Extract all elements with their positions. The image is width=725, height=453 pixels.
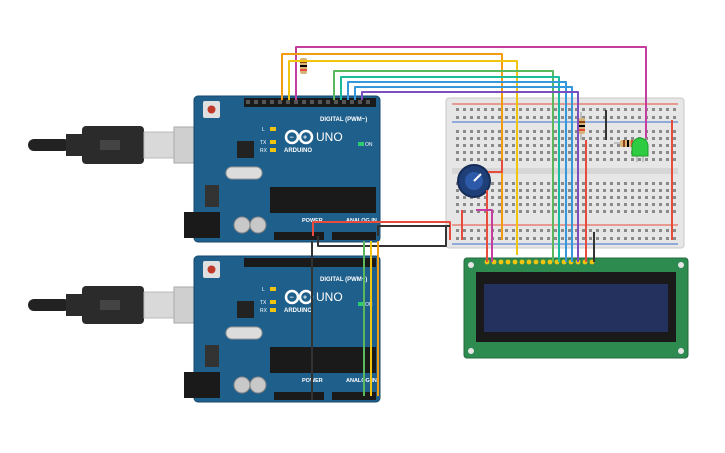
svg-text:+: + bbox=[303, 295, 307, 302]
lcd-pin bbox=[540, 259, 546, 265]
model-label: UNO bbox=[316, 130, 343, 144]
on-led-label: ON bbox=[365, 142, 373, 148]
lcd-pin bbox=[505, 259, 511, 265]
svg-text:−: − bbox=[290, 135, 294, 142]
usb-cable-bottom bbox=[28, 286, 215, 324]
lcd-pin bbox=[526, 259, 532, 265]
power-jack-top bbox=[184, 212, 220, 238]
model-label: UNO bbox=[316, 290, 343, 304]
led-green bbox=[631, 137, 649, 162]
digital-header-bottom bbox=[244, 258, 376, 267]
analog-header-top bbox=[332, 232, 376, 240]
arduino-logo-icon: − + bbox=[284, 129, 314, 145]
lcd-pin bbox=[512, 259, 518, 265]
tx-led-label: TX bbox=[260, 300, 267, 306]
rx-led-label: RX bbox=[260, 308, 268, 314]
analog-label: ANALOG IN bbox=[346, 378, 377, 384]
brand-label: ARDUINO bbox=[284, 148, 312, 154]
lcd-pin bbox=[498, 259, 504, 265]
resistor-icon bbox=[578, 112, 585, 140]
lcd-pin bbox=[519, 259, 525, 265]
lcd-screen bbox=[484, 284, 668, 332]
atmega-chip-top bbox=[270, 187, 376, 213]
lcd-pin bbox=[533, 259, 539, 265]
lcd-16x2 bbox=[463, 257, 689, 359]
tx-led-label: TX bbox=[260, 140, 267, 146]
l-led-label: L bbox=[262, 127, 265, 133]
power-jack-bottom bbox=[184, 372, 220, 398]
arduino-uno-top: DIGITAL (PWM~) L TX RX − + UNO ARDUINO O… bbox=[184, 95, 381, 243]
svg-text:+: + bbox=[303, 135, 307, 142]
l-led-label: L bbox=[262, 287, 265, 293]
power-header-bottom bbox=[274, 392, 324, 400]
lcd-pin bbox=[547, 259, 553, 265]
usb-cable-top bbox=[28, 126, 215, 164]
power-header-top bbox=[274, 232, 324, 240]
power-label: POWER bbox=[302, 218, 323, 224]
analog-header-bottom bbox=[332, 392, 376, 400]
arduino-uno-bottom: DIGITAL (PWM~) L TX RX − + UNO ARDUINO O… bbox=[184, 255, 381, 403]
digital-label: DIGITAL (PWM~) bbox=[320, 117, 367, 123]
potentiometer[interactable] bbox=[457, 164, 491, 198]
svg-text:−: − bbox=[290, 295, 294, 302]
rx-led-label: RX bbox=[260, 148, 268, 154]
on-led-label: ON bbox=[365, 302, 373, 308]
brand-label: ARDUINO bbox=[284, 308, 312, 314]
digital-label: DIGITAL (PWM~) bbox=[320, 277, 367, 283]
atmega-chip-bottom bbox=[270, 347, 376, 373]
wires bbox=[281, 46, 673, 400]
